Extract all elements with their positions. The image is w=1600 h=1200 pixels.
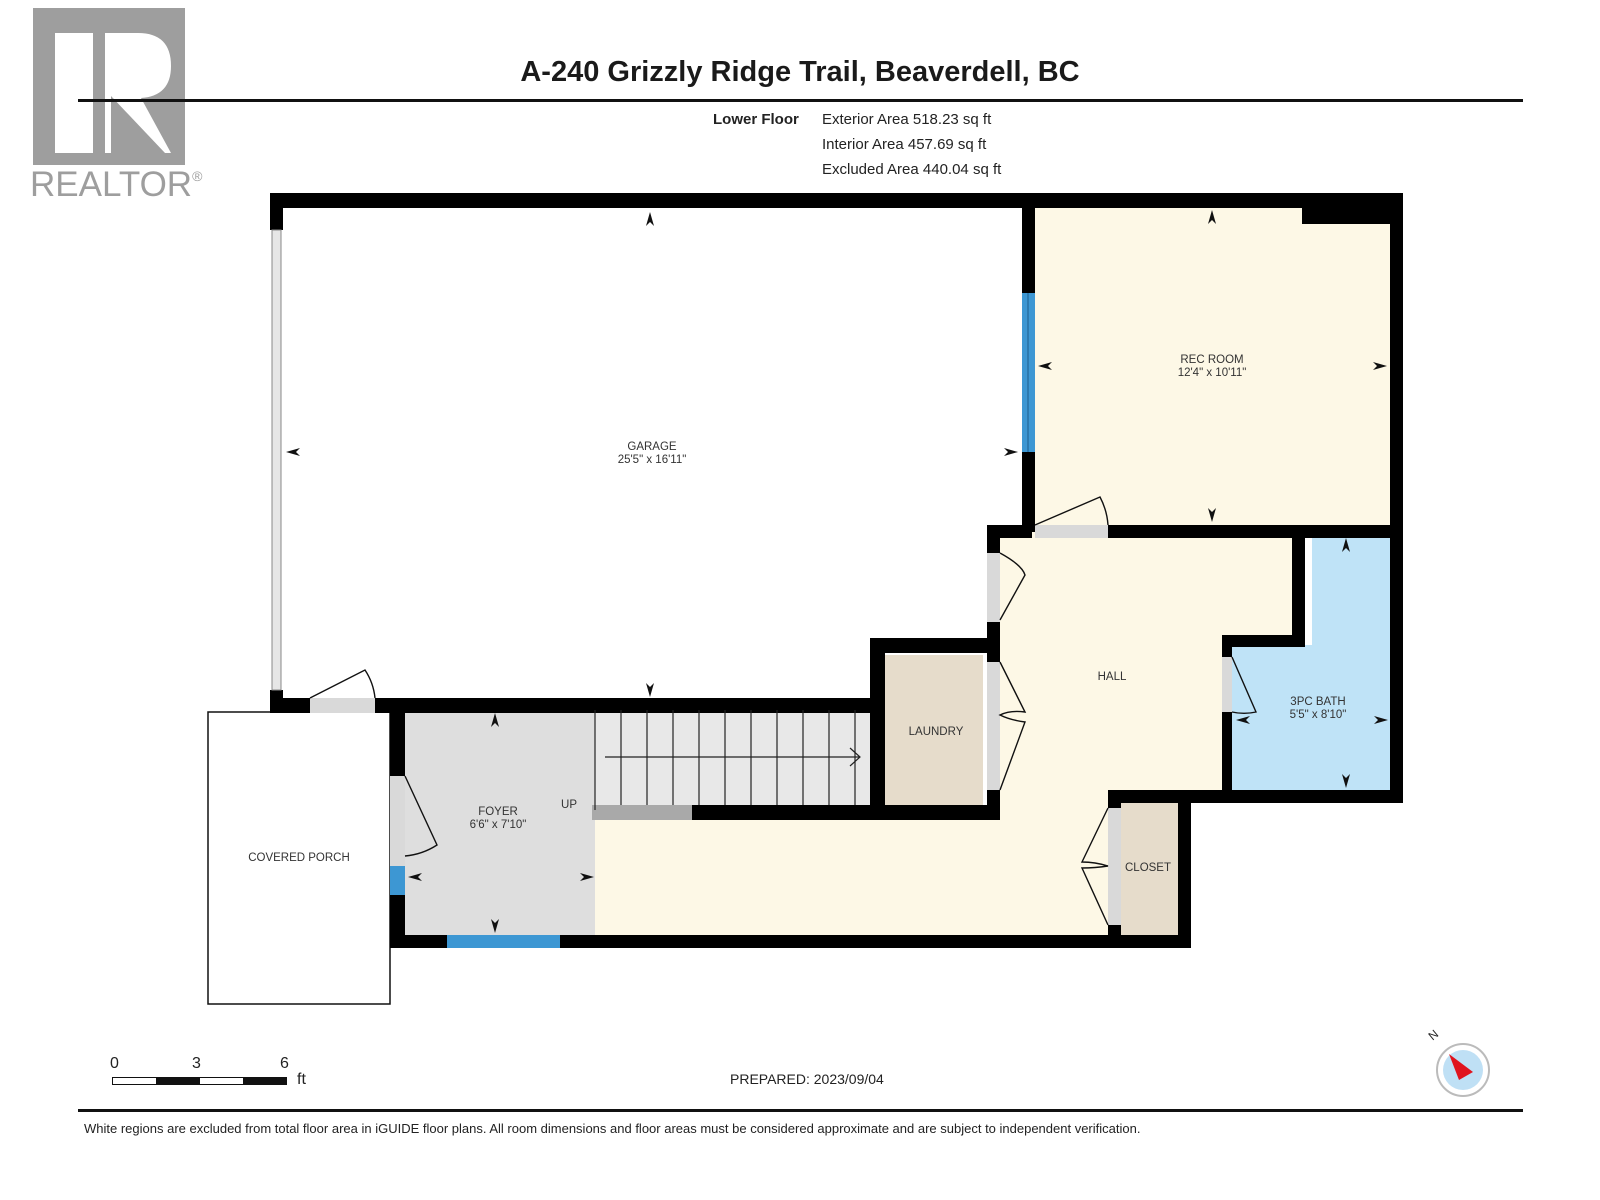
room-rec-room-dims: 12'4" x 10'11" [1177,367,1247,379]
door-swings [309,496,1257,926]
realtor-wordmark: REALTOR® [30,165,202,205]
windows [271,229,1035,948]
stair-treads [594,710,861,810]
header-divider [78,99,1523,102]
room-closet: CLOSET [1125,862,1171,875]
rec-room-fill [1035,208,1390,528]
excluded-area: Excluded Area 440.04 sq ft [822,161,1002,178]
room-garage: GARAGE 25'5" x 16'11" [618,441,687,467]
room-rec-room-name: REC ROOM [1180,354,1244,366]
room-foyer-dims: 6'6" x 7'10" [469,819,527,831]
room-bath: 3PC BATH 5'5" x 8'10" [1290,696,1347,722]
laundry-fill [885,655,983,810]
realtor-wordmark-text: REALTOR [30,165,193,204]
disclaimer: White regions are excluded from total fl… [84,1121,1141,1136]
room-garage-name: GARAGE [627,441,677,453]
page-title: A-240 Grizzly Ridge Trail, Beaverdell, B… [520,56,1080,88]
scale-tick-3: 3 [192,1055,201,1072]
walls [270,193,1403,948]
room-bath-dims: 5'5" x 8'10" [1289,709,1347,721]
bath-fill [1232,532,1390,790]
room-porch-name: COVERED PORCH [248,852,350,864]
room-rec-room: REC ROOM 12'4" x 10'11" [1178,354,1247,380]
room-hall-name: HALL [1097,671,1127,683]
scale-tick-6: 6 [280,1055,289,1072]
door-thresholds [310,525,1232,925]
room-bath-name: 3PC BATH [1290,696,1346,708]
compass-icon [1436,1043,1490,1097]
room-laundry-name: LAUNDRY [908,726,964,738]
room-foyer: FOYER 6'6" x 7'10" [470,806,527,832]
porch-outline [207,711,391,1005]
room-foyer-name: FOYER [478,806,518,818]
hall-fill [595,532,1300,935]
room-laundry: LAUNDRY [909,726,964,739]
foyer-fill [405,710,595,935]
footer-divider [78,1109,1523,1112]
room-hall: HALL [1098,671,1127,684]
registered-mark: ® [192,168,203,184]
dimension-arrows [286,210,1388,933]
room-covered-porch: COVERED PORCH [248,852,350,865]
exterior-area: Exterior Area 518.23 sq ft [822,111,992,128]
garage-fill [282,208,1022,700]
stairs-up-text: UP [561,799,577,811]
stairs-fill [595,710,870,810]
closet-fill [1120,802,1178,935]
room-garage-dims: 25'5" x 16'11" [617,454,687,466]
prepared-date: PREPARED: 2023/09/04 [730,1071,884,1087]
scale-unit: ft [297,1071,306,1088]
stair-rail [592,805,692,820]
realtor-r-icon [55,33,171,153]
scale-tick-0: 0 [110,1055,119,1072]
floor-name: Lower Floor [713,111,799,128]
realtor-logo-mark [33,8,185,165]
stairs-up-label: UP [561,799,577,812]
interior-area: Interior Area 457.69 sq ft [822,136,987,153]
scale-bar-graphic [112,1077,287,1085]
room-closet-name: CLOSET [1124,862,1172,874]
